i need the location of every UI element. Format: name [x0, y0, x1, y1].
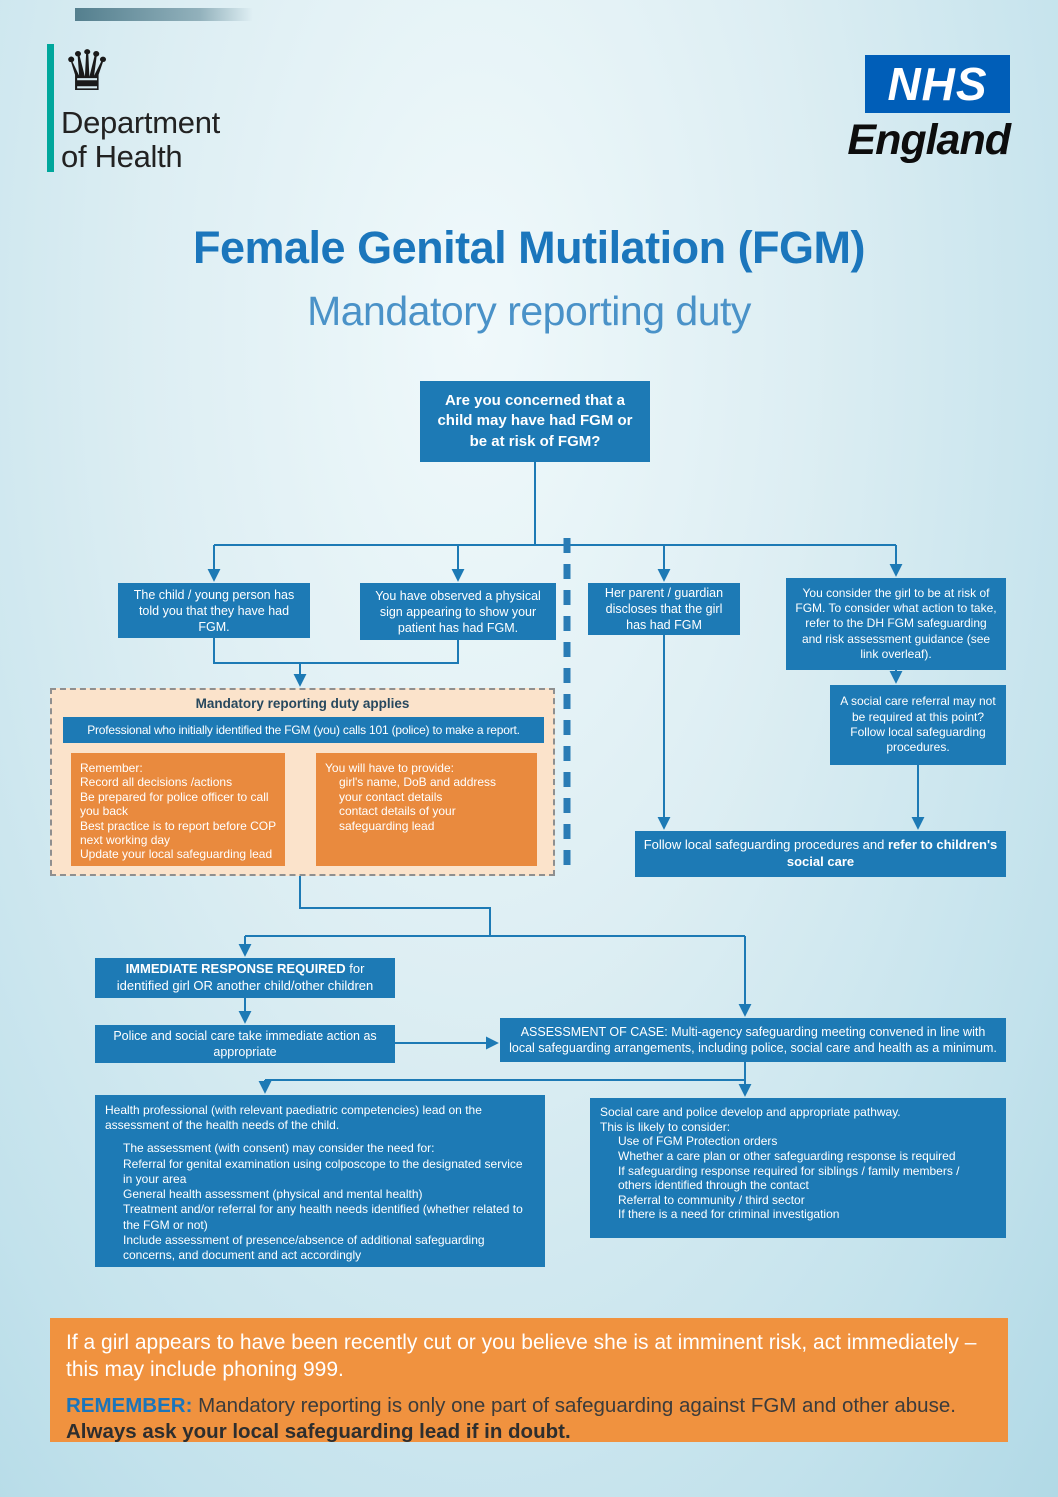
flow-social-care-pathway: Social care and police develop and appro…	[590, 1098, 1006, 1238]
remember-note-title: Remember:	[80, 761, 143, 775]
provide-note-title: You will have to provide:	[325, 761, 454, 775]
mandatory-reporting-panel: Mandatory reporting duty applies Profess…	[50, 688, 555, 876]
immediate-response-rest: for identified girl OR another child/oth…	[116, 961, 374, 993]
banner-remember-label: REMEMBER:	[66, 1393, 193, 1417]
nhs-england-wordmark: England	[847, 116, 1011, 164]
doh-logo-bar	[47, 44, 54, 172]
nhs-logo: NHS	[865, 55, 1010, 113]
immediate-response-bold: IMMEDIATE RESPONSE REQUIRED	[125, 961, 346, 977]
flow-branch-parent-discloses: Her parent / guardian discloses that the…	[588, 583, 740, 635]
health-assessment-list: The assessment (with consent) may consid…	[123, 1141, 523, 1263]
provide-note-items: girl's name, DoB and address your contac…	[339, 775, 497, 833]
flow-police-action: Police and social care take immediate ac…	[95, 1025, 395, 1063]
doh-logo-line2: of Health	[61, 139, 183, 175]
call-police-step: Professional who initially identified th…	[63, 717, 544, 743]
banner-imminent-risk-text: If a girl appears to have been recently …	[66, 1331, 977, 1382]
flow-immediate-response: IMMEDIATE RESPONSE REQUIRED for identifi…	[95, 958, 395, 998]
flow-health-assessment: Health professional (with relevant paedi…	[95, 1095, 545, 1267]
crown-icon: ♛	[62, 39, 113, 102]
page-title: Female Genital Mutilation (FGM)	[192, 222, 866, 273]
banner-remember-text: REMEMBER: Mandatory reporting is only on…	[66, 1393, 992, 1446]
flow-social-care-referral: A social care referral may not be requir…	[830, 685, 1006, 765]
social-care-pathway-intro: Social care and police develop and appro…	[600, 1105, 901, 1134]
follow-local-text: Follow local safeguarding procedures and	[643, 837, 888, 853]
flow-follow-local-procedures: Follow local safeguarding procedures and…	[635, 831, 1006, 877]
banner-remember-body: Mandatory reporting is only one part of …	[192, 1393, 956, 1417]
flow-start-question: Are you concerned that a child may have …	[420, 381, 650, 462]
mandatory-panel-label: Mandatory reporting duty applies	[195, 696, 410, 711]
flow-branch-observed-sign: You have observed a physical sign appear…	[360, 583, 556, 640]
page-subtitle: Mandatory reporting duty	[307, 288, 751, 334]
print-artifact	[75, 8, 253, 21]
flow-branch-child-told: The child / young person has told you th…	[118, 583, 310, 638]
doh-logo-line1: Department	[61, 105, 220, 140]
social-care-pathway-list: Use of FGM Protection orders Whether a c…	[618, 1134, 960, 1222]
warning-banner: If a girl appears to have been recently …	[50, 1318, 1008, 1443]
doh-logo-text: Department of Health	[61, 105, 220, 175]
provide-note: You will have to provide: girl's name, D…	[316, 753, 537, 866]
flow-assessment-of-case: ASSESSMENT OF CASE: Multi-agency safegua…	[500, 1018, 1006, 1062]
health-assessment-intro: Health professional (with relevant paedi…	[105, 1103, 482, 1133]
nhs-logo-text: NHS	[887, 58, 988, 110]
flow-branch-girl-at-risk: You consider the girl to be at risk of F…	[786, 578, 1006, 670]
remember-note: Remember: Record all decisions /actions …	[71, 753, 285, 866]
follow-local-bold-text: refer to children's social care	[786, 837, 998, 869]
remember-note-items: Record all decisions /actions Be prepare…	[80, 775, 276, 862]
banner-remember-bold: Always ask your local safeguarding lead …	[66, 1420, 571, 1444]
